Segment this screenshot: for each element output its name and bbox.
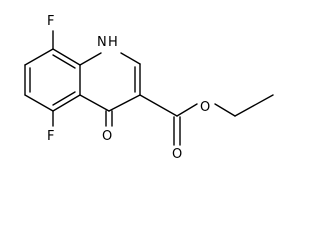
bond-c4-c4a (79, 94, 110, 112)
bond-c6-c5-double (52, 91, 76, 106)
pyridinone-ring (79, 52, 141, 112)
benzene-ring (24, 48, 81, 112)
molecule-structure: F F N H O O O (24, 14, 274, 162)
fluorine-label-bottom: F (47, 129, 54, 144)
ring-nitrogen-label: N (97, 35, 107, 50)
bond-ester-c-o-ether (176, 103, 198, 117)
bond-c7-c6 (24, 94, 54, 112)
ester-carbonyl-oxygen-label: O (172, 147, 182, 162)
bond-c8a-n1 (79, 52, 102, 66)
bond-c6-c5 (52, 94, 81, 112)
bond-c4a-c8a-double (52, 54, 76, 69)
keto-oxygen-label: O (102, 129, 112, 144)
bond-c3-c4 (108, 94, 141, 112)
fluorine-label-top: F (47, 14, 54, 29)
ethyl-ester-group (139, 94, 274, 146)
bond-o-ch2 (214, 103, 236, 117)
bond-n1-c2 (120, 52, 141, 65)
ester-ether-oxygen-label: O (200, 100, 210, 115)
bond-c4a-c8a (52, 48, 81, 66)
ring-nitrogen-hydrogen-label: H (108, 35, 118, 50)
bond-ch2-ch3 (234, 94, 274, 117)
bond-c3-ester-c (139, 94, 178, 117)
bond-c8a-c8 (24, 48, 54, 66)
